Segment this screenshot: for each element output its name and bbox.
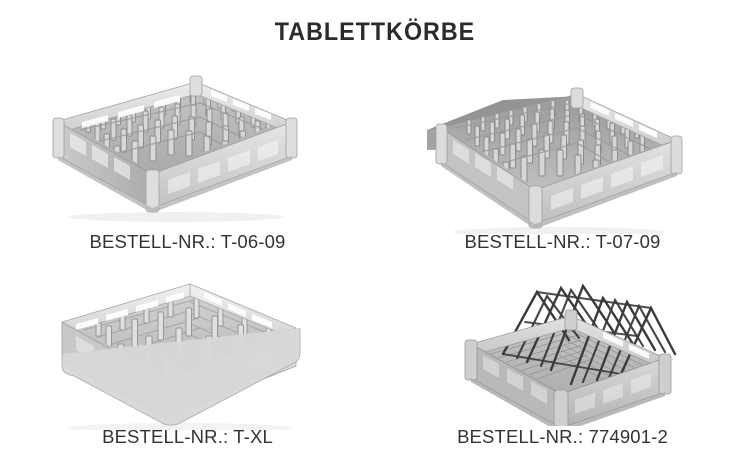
product-image-1 [0, 60, 375, 228]
product-order-number-1: BESTELL-NR.: T-06-09 [89, 231, 286, 252]
product-order-number-2: BESTELL-NR.: T-07-09 [464, 231, 661, 252]
product-order-number-4: BESTELL-NR.: 774901-2 [457, 426, 668, 447]
product-image-3 [0, 262, 375, 430]
product-card-1[interactable]: BESTELL-NR.: T-06-09 [0, 58, 375, 258]
product-order-number-3: BESTELL-NR.: T-XL [102, 426, 273, 447]
product-card-3[interactable]: BESTELL-NR.: T-XL [0, 258, 375, 456]
product-image-4 [375, 258, 750, 426]
product-image-2 [375, 66, 750, 234]
product-card-4[interactable]: BESTELL-NR.: 774901-2 [375, 258, 750, 456]
product-card-2[interactable]: BESTELL-NR.: T-07-09 [375, 58, 750, 258]
page-title: TABLETTKÖRBE [274, 18, 476, 46]
product-grid: BESTELL-NR.: T-06-09 [0, 58, 750, 458]
